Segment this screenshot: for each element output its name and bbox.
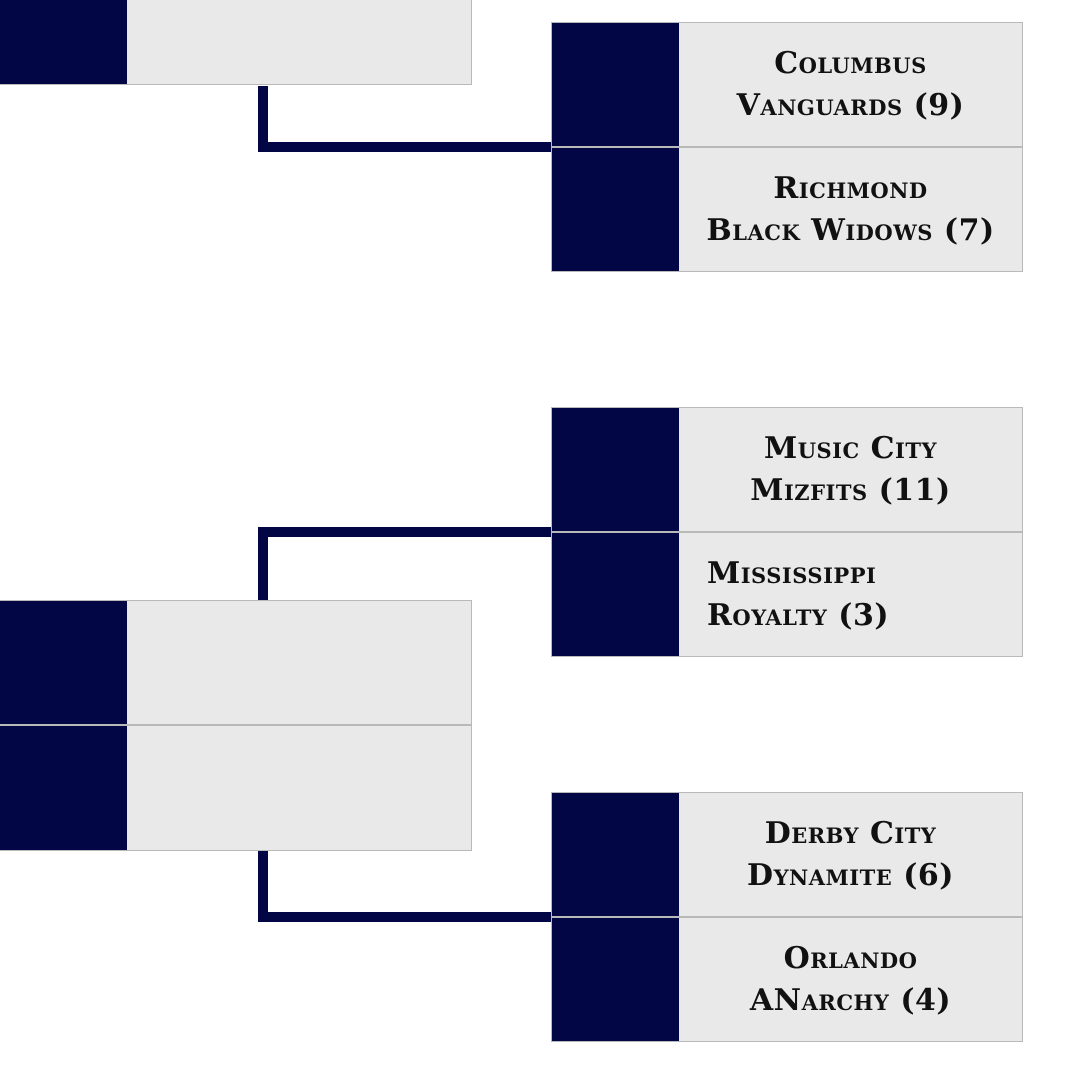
connector-middle-vertical [258,527,268,601]
team-name-line-2: ANarchy (4) [749,982,952,1018]
team-name: Mississippi Royalty (3) [683,553,1018,637]
team-name-box: Mississippi Royalty (3) [679,533,1022,656]
team-name-box: Orlando ANarchy (4) [679,918,1022,1041]
connector-middle-horizontal [258,527,552,537]
seed-box [552,408,679,531]
team-name-box: Richmond Black Widows (7) [679,148,1022,271]
team-name: Music City Mizfits (11) [750,428,950,512]
connector-top-horizontal [258,142,552,152]
connector-bottom-horizontal [258,912,552,922]
bracket-slot-team: Music City Mizfits (11) [551,407,1023,532]
team-name-line-2: Mizfits (11) [750,472,951,508]
team-name-box: Columbus Vanguards (9) [679,23,1022,146]
seed-box [552,793,679,916]
team-name-line-2: Dynamite (6) [747,857,954,893]
seed-box [0,601,127,724]
bracket-slot-team: Richmond Black Widows (7) [551,147,1023,272]
team-name-box [127,0,471,84]
team-name-line-1: Orlando [783,940,918,976]
seed-box [0,0,127,84]
bracket-slot-team: Mississippi Royalty (3) [551,532,1023,657]
bracket-slot-team: Orlando ANarchy (4) [551,917,1023,1042]
team-name-line-1: Music City [764,430,937,466]
team-name-line-2: Black Widows (7) [706,212,995,248]
seed-box [0,726,127,850]
team-name: Derby City Dynamite (6) [747,813,954,897]
team-name-box [127,601,471,724]
seed-box [552,533,679,656]
seed-box [552,918,679,1041]
bracket-slot-empty [0,0,472,85]
team-name-line-1: Mississippi [707,555,877,591]
connector-bottom-vertical [258,851,268,922]
team-name-line-1: Columbus [774,45,927,81]
bracket-slot-empty [0,725,472,851]
team-name-box [127,726,471,850]
seed-box [552,23,679,146]
team-name-line-2: Vanguards (9) [736,87,965,123]
team-name-line-1: Richmond [773,170,928,206]
bracket-slot-empty [0,600,472,725]
team-name-box: Derby City Dynamite (6) [679,793,1022,916]
connector-top-vertical [258,86,268,152]
team-name: Orlando ANarchy (4) [750,938,951,1022]
bracket-slot-team: Derby City Dynamite (6) [551,792,1023,917]
seed-box [552,148,679,271]
team-name-line-2: Royalty (3) [707,597,890,633]
team-name: Richmond Black Widows (7) [706,168,994,252]
team-name-line-1: Derby City [764,815,937,851]
team-name-box: Music City Mizfits (11) [679,408,1022,531]
team-name: Columbus Vanguards (9) [737,43,965,127]
bracket-slot-team: Columbus Vanguards (9) [551,22,1023,147]
